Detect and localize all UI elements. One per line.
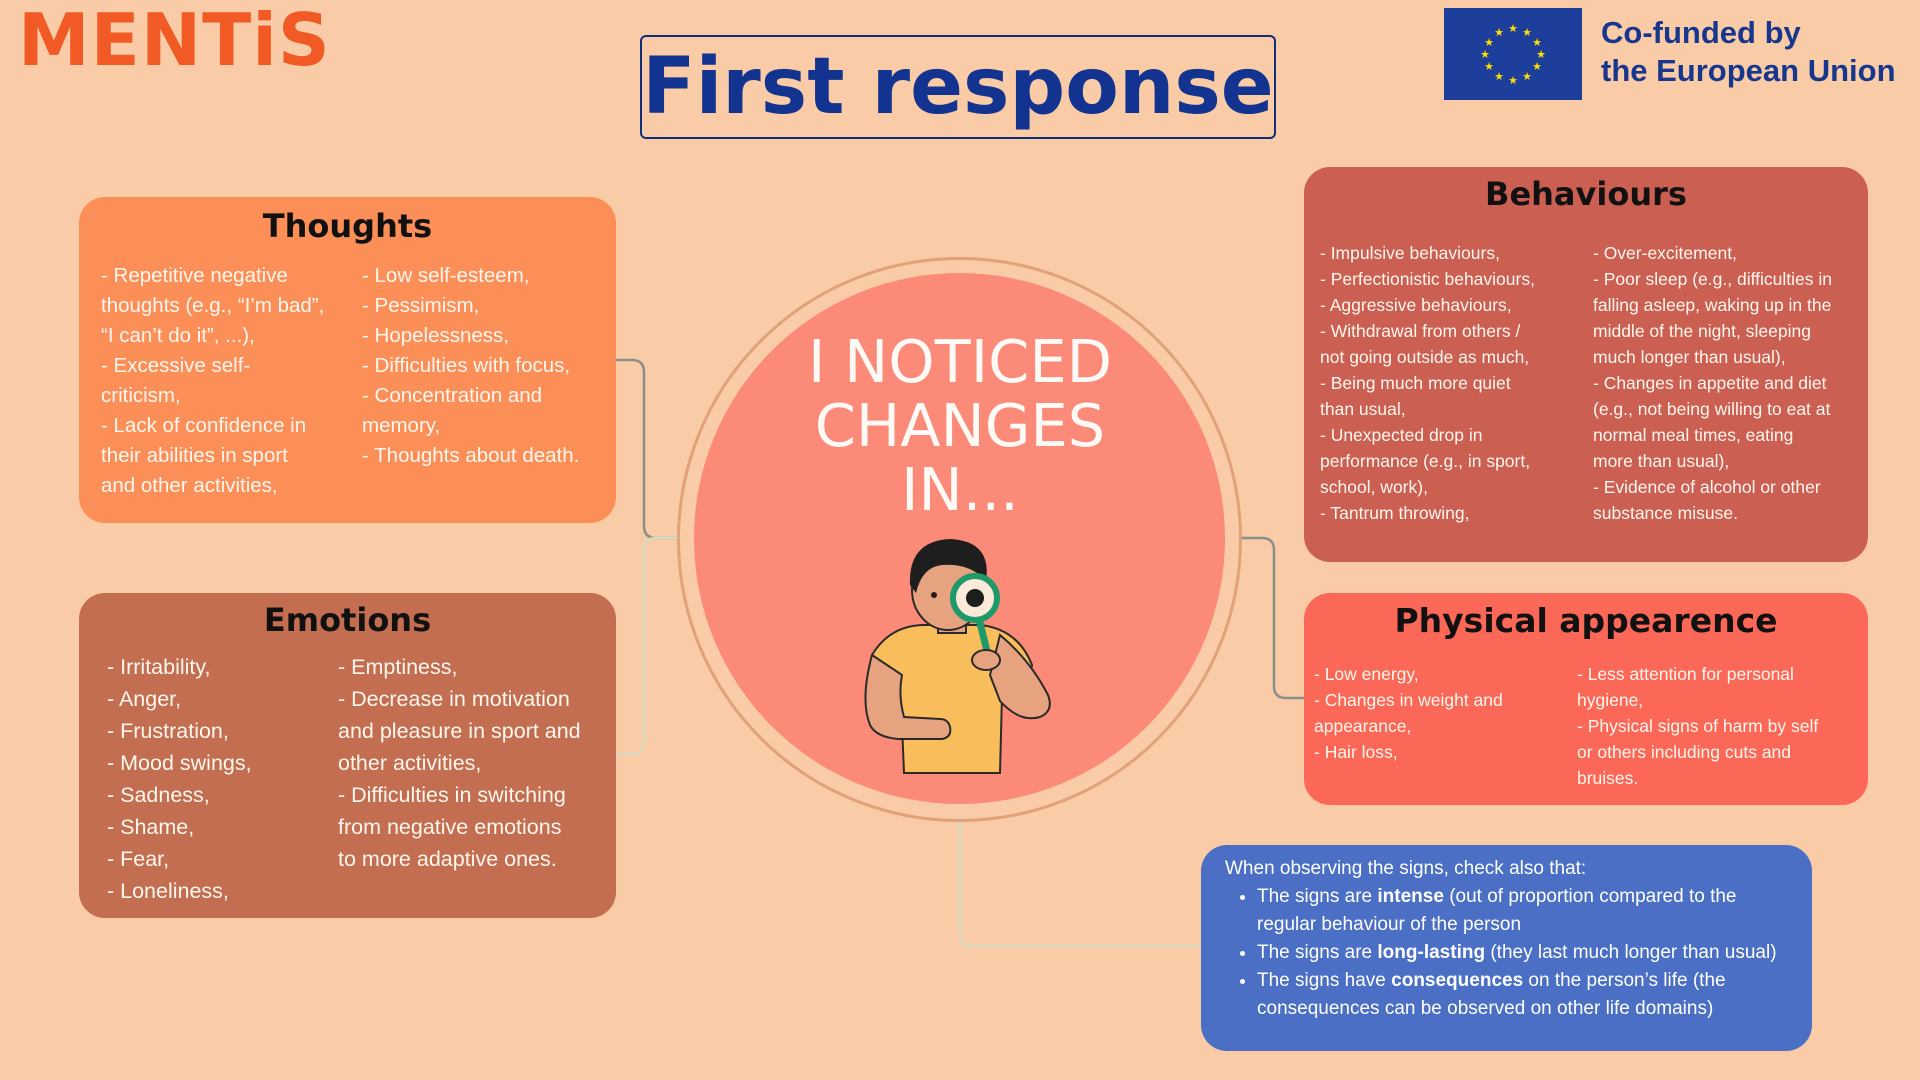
svg-text:★: ★ — [1532, 36, 1542, 49]
svg-text:★: ★ — [1494, 70, 1504, 83]
note-item-text: The signs are — [1257, 886, 1378, 907]
observation-note: When observing the signs, check also tha… — [1201, 845, 1812, 1051]
note-item-text: (out of proportion compared to the regul… — [1257, 886, 1737, 935]
svg-text:★: ★ — [1484, 36, 1494, 49]
eu-flag-icon: ★ ★ ★ ★ ★ ★ ★ ★ ★ ★ ★ ★ — [1444, 8, 1582, 100]
note-list: The signs are intense (out of proportion… — [1225, 883, 1792, 1023]
thoughts-list-right: - Low self-esteem, - Pessimism, - Hopele… — [362, 264, 580, 467]
physical-list-right: - Less attention for personal hygiene, -… — [1577, 664, 1819, 788]
eu-line-1: Co-funded by — [1601, 15, 1801, 50]
note-item-text: The signs have — [1257, 970, 1392, 991]
note-item-text: The signs are — [1257, 942, 1378, 963]
behaviours-card: Behaviours - Impulsive behaviours, - Per… — [1304, 167, 1868, 562]
page-title-box: First response — [640, 35, 1276, 139]
center-circle-ring — [677, 257, 1242, 822]
svg-text:★: ★ — [1522, 26, 1532, 39]
eu-funding-text: Co-funded by the European Union — [1601, 14, 1896, 90]
note-item-emphasis: consequences — [1391, 970, 1524, 991]
emotions-list-right: - Emptiness, - Decrease in motivation an… — [338, 655, 581, 871]
svg-text:★: ★ — [1508, 22, 1518, 35]
center-text: I NOTICED CHANGES IN... — [807, 327, 1113, 524]
thoughts-list-left: - Repetitive negative thoughts (e.g., “I… — [101, 264, 325, 497]
physical-appearance-card: Physical appearence - Low energy, - Chan… — [1304, 593, 1868, 805]
magnifying-glass-person-illustration — [864, 539, 1051, 774]
thoughts-title: Thoughts — [262, 207, 433, 245]
emotions-card: Emotions - Irritability, - Anger, - Frus… — [79, 593, 616, 918]
behaviours-list-left: - Impulsive behaviours, - Perfectionisti… — [1320, 243, 1535, 523]
svg-text:★: ★ — [1494, 26, 1504, 39]
svg-text:★: ★ — [1484, 60, 1494, 73]
thoughts-card: Thoughts - Repetitive negative thoughts … — [79, 197, 616, 523]
note-item-text: on the person’s life (the consequences c… — [1257, 970, 1726, 1019]
note-item-emphasis: intense — [1377, 886, 1444, 907]
mentis-logo: MENTiS — [18, 0, 331, 82]
behaviours-title: Behaviours — [1485, 175, 1687, 213]
behaviours-list-right: - Over-excitement, - Poor sleep (e.g., d… — [1593, 243, 1832, 523]
note-item-long-lasting: The signs are long-lasting (they last mu… — [1257, 939, 1792, 967]
note-item-emphasis: long-lasting — [1377, 942, 1486, 963]
svg-text:★: ★ — [1536, 48, 1546, 61]
svg-text:★: ★ — [1480, 48, 1490, 61]
eu-line-2: the European Union — [1601, 53, 1896, 88]
svg-text:★: ★ — [1522, 70, 1532, 83]
physical-list-left: - Low energy, - Changes in weight and ap… — [1314, 664, 1503, 762]
emotions-list-left: - Irritability, - Anger, - Frustration, … — [107, 655, 252, 903]
physical-title: Physical appearence — [1394, 601, 1778, 640]
note-item-intense: The signs are intense (out of proportion… — [1257, 883, 1792, 939]
svg-text:★: ★ — [1532, 60, 1542, 73]
emotions-title: Emotions — [263, 601, 432, 639]
svg-text:★: ★ — [1508, 74, 1518, 87]
note-intro: When observing the signs, check also tha… — [1225, 858, 1587, 879]
page-title: First response — [642, 42, 1274, 132]
note-item-consequences: The signs have consequences on the perso… — [1257, 967, 1792, 1023]
note-item-text: (they last much longer than usual) — [1485, 942, 1777, 963]
